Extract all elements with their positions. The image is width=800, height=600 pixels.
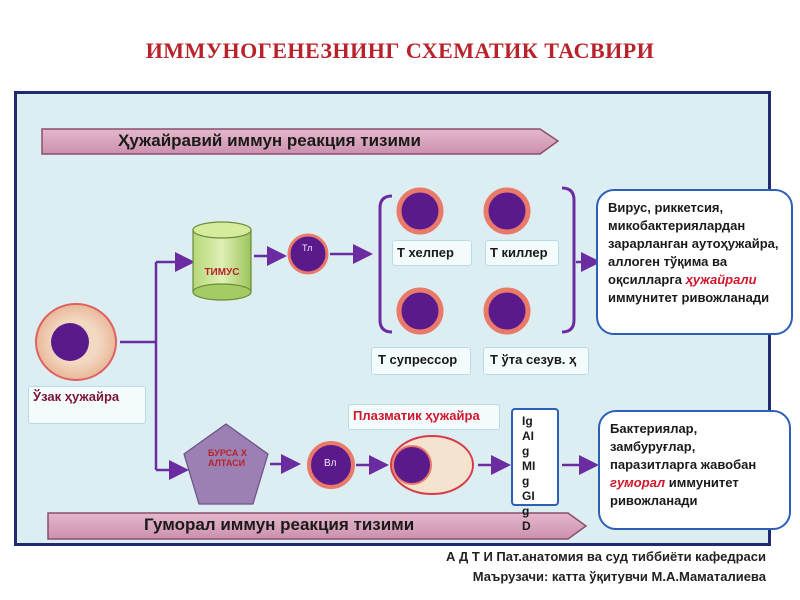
t-helper-cell	[396, 187, 444, 235]
t-memory-cell	[483, 287, 531, 335]
immunoglobulin-label: IgAIgMIgGIgD	[522, 414, 536, 533]
cellular-info-text: Вирус, риккетсия, микобактериялардан зар…	[608, 200, 779, 287]
page-title: ИММУНОГЕНЕЗНИНГ СХЕМАТИК ТАСВИРИ	[145, 38, 655, 63]
bursa-label: БУРСА ХАЛТАСИ	[208, 448, 247, 468]
t-lymphocyte-label: Тл	[302, 243, 313, 253]
humoral-info-text: Бактериялар, замбуруғлар, паразитларга ж…	[610, 421, 757, 472]
thymus-label: ТИМУС	[204, 267, 240, 278]
right-bracket	[561, 186, 576, 334]
stem-cell-label: Ўзак ҳужайра	[28, 386, 146, 424]
immunoglobulin-box	[511, 408, 559, 506]
humoral-banner-shape	[47, 512, 588, 540]
cellular-immunity-info: Вирус, риккетсия, микобактериялардан зар…	[596, 189, 793, 335]
humoral-info-highlight: гуморал	[610, 475, 666, 490]
t-suppressor-label: Т супрессор	[371, 347, 471, 375]
humoral-banner-label: Гуморал иммун реакция тизими	[144, 515, 415, 534]
cellular-banner-label: Ҳужайравий иммун реакция тизими	[118, 131, 421, 150]
plasma-cell-nucleus	[392, 445, 432, 485]
bursa-pentagon	[183, 423, 269, 505]
t-memory-label: Т ўта сезув. ҳ	[483, 347, 589, 375]
cellular-info-highlight: ҳужайрали	[685, 272, 757, 287]
cellular-banner-shape	[41, 128, 560, 155]
cellular-info-end: иммунитет ривожланади	[608, 290, 770, 305]
t-lymphocyte-cell	[287, 233, 329, 275]
humoral-immunity-info: Бактериялар, замбуруғлар, паразитларга ж…	[598, 410, 791, 530]
footer-department: А Д Т И Пат.анатомия ва суд тиббиёти каф…	[446, 549, 766, 564]
t-suppressor-cell	[396, 287, 444, 335]
plasma-cell-label: Плазматик ҳужайра	[348, 404, 500, 430]
footer-lecturer: Маърузачи: катта ўқитувчи М.А.Маматалиев…	[472, 569, 766, 584]
stem-cell-nucleus	[51, 323, 89, 361]
t-helper-label: Т хелпер	[392, 240, 472, 266]
t-killer-label: Т киллер	[485, 240, 559, 266]
thymus-cylinder	[192, 221, 252, 301]
humoral-info-end: иммунитет ривожланади	[610, 475, 739, 508]
branch-arrow-lines	[120, 262, 158, 470]
b-lymphocyte-cell	[307, 441, 355, 489]
footer: А Д Т И Пат.анатомия ва суд тиббиёти каф…	[326, 547, 766, 587]
t-killer-cell	[483, 187, 531, 235]
b-lymphocyte-label: Вл	[324, 458, 337, 469]
left-bracket	[378, 194, 393, 334]
